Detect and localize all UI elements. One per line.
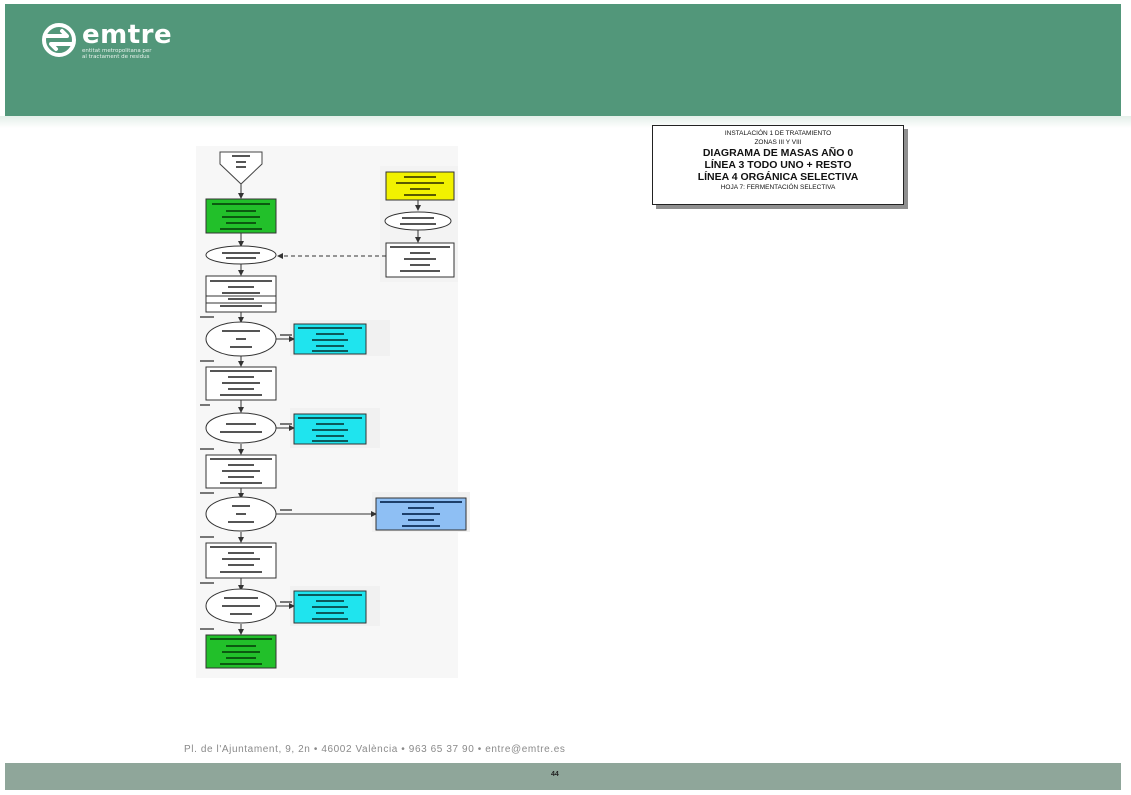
emtre-logo-icon	[40, 22, 78, 63]
title-line-3: DIAGRAMA DE MASAS AÑO 0	[702, 147, 854, 159]
title-line-2: ZONAS III Y VIII	[754, 139, 802, 146]
page-number: 44	[551, 771, 559, 778]
process-node-1	[205, 245, 277, 265]
logo-subtitle: entitat metropolitana per al tractament …	[82, 48, 152, 60]
title-line-6: HOJA 7: FERMENTACIÓN SELECTIVA	[720, 184, 836, 191]
stream-box-right	[385, 242, 455, 278]
main-flow-lines	[238, 183, 421, 635]
flow-labels	[200, 316, 292, 630]
footer-bar: 44	[5, 763, 1121, 790]
footer-address: Pl. de l'Ajuntament, 9, 2n • 46002 Valèn…	[184, 744, 566, 755]
diagram-title-box: INSTALACIÓN 1 DE TRATAMIENTO ZONAS III Y…	[652, 125, 904, 205]
title-line-5: LÍNEA 4 ORGÁNICA SELECTIVA	[697, 171, 859, 183]
title-line-1: INSTALACIÓN 1 DE TRATAMIENTO	[724, 130, 832, 137]
process-node-3	[205, 412, 277, 444]
process-node-right	[384, 211, 452, 231]
input-node-text	[232, 155, 250, 168]
logo-text: emtre	[82, 20, 173, 50]
header-bar	[5, 4, 1121, 116]
title-line-4: LÍNEA 3 TODO UNO + RESTO	[704, 159, 852, 171]
